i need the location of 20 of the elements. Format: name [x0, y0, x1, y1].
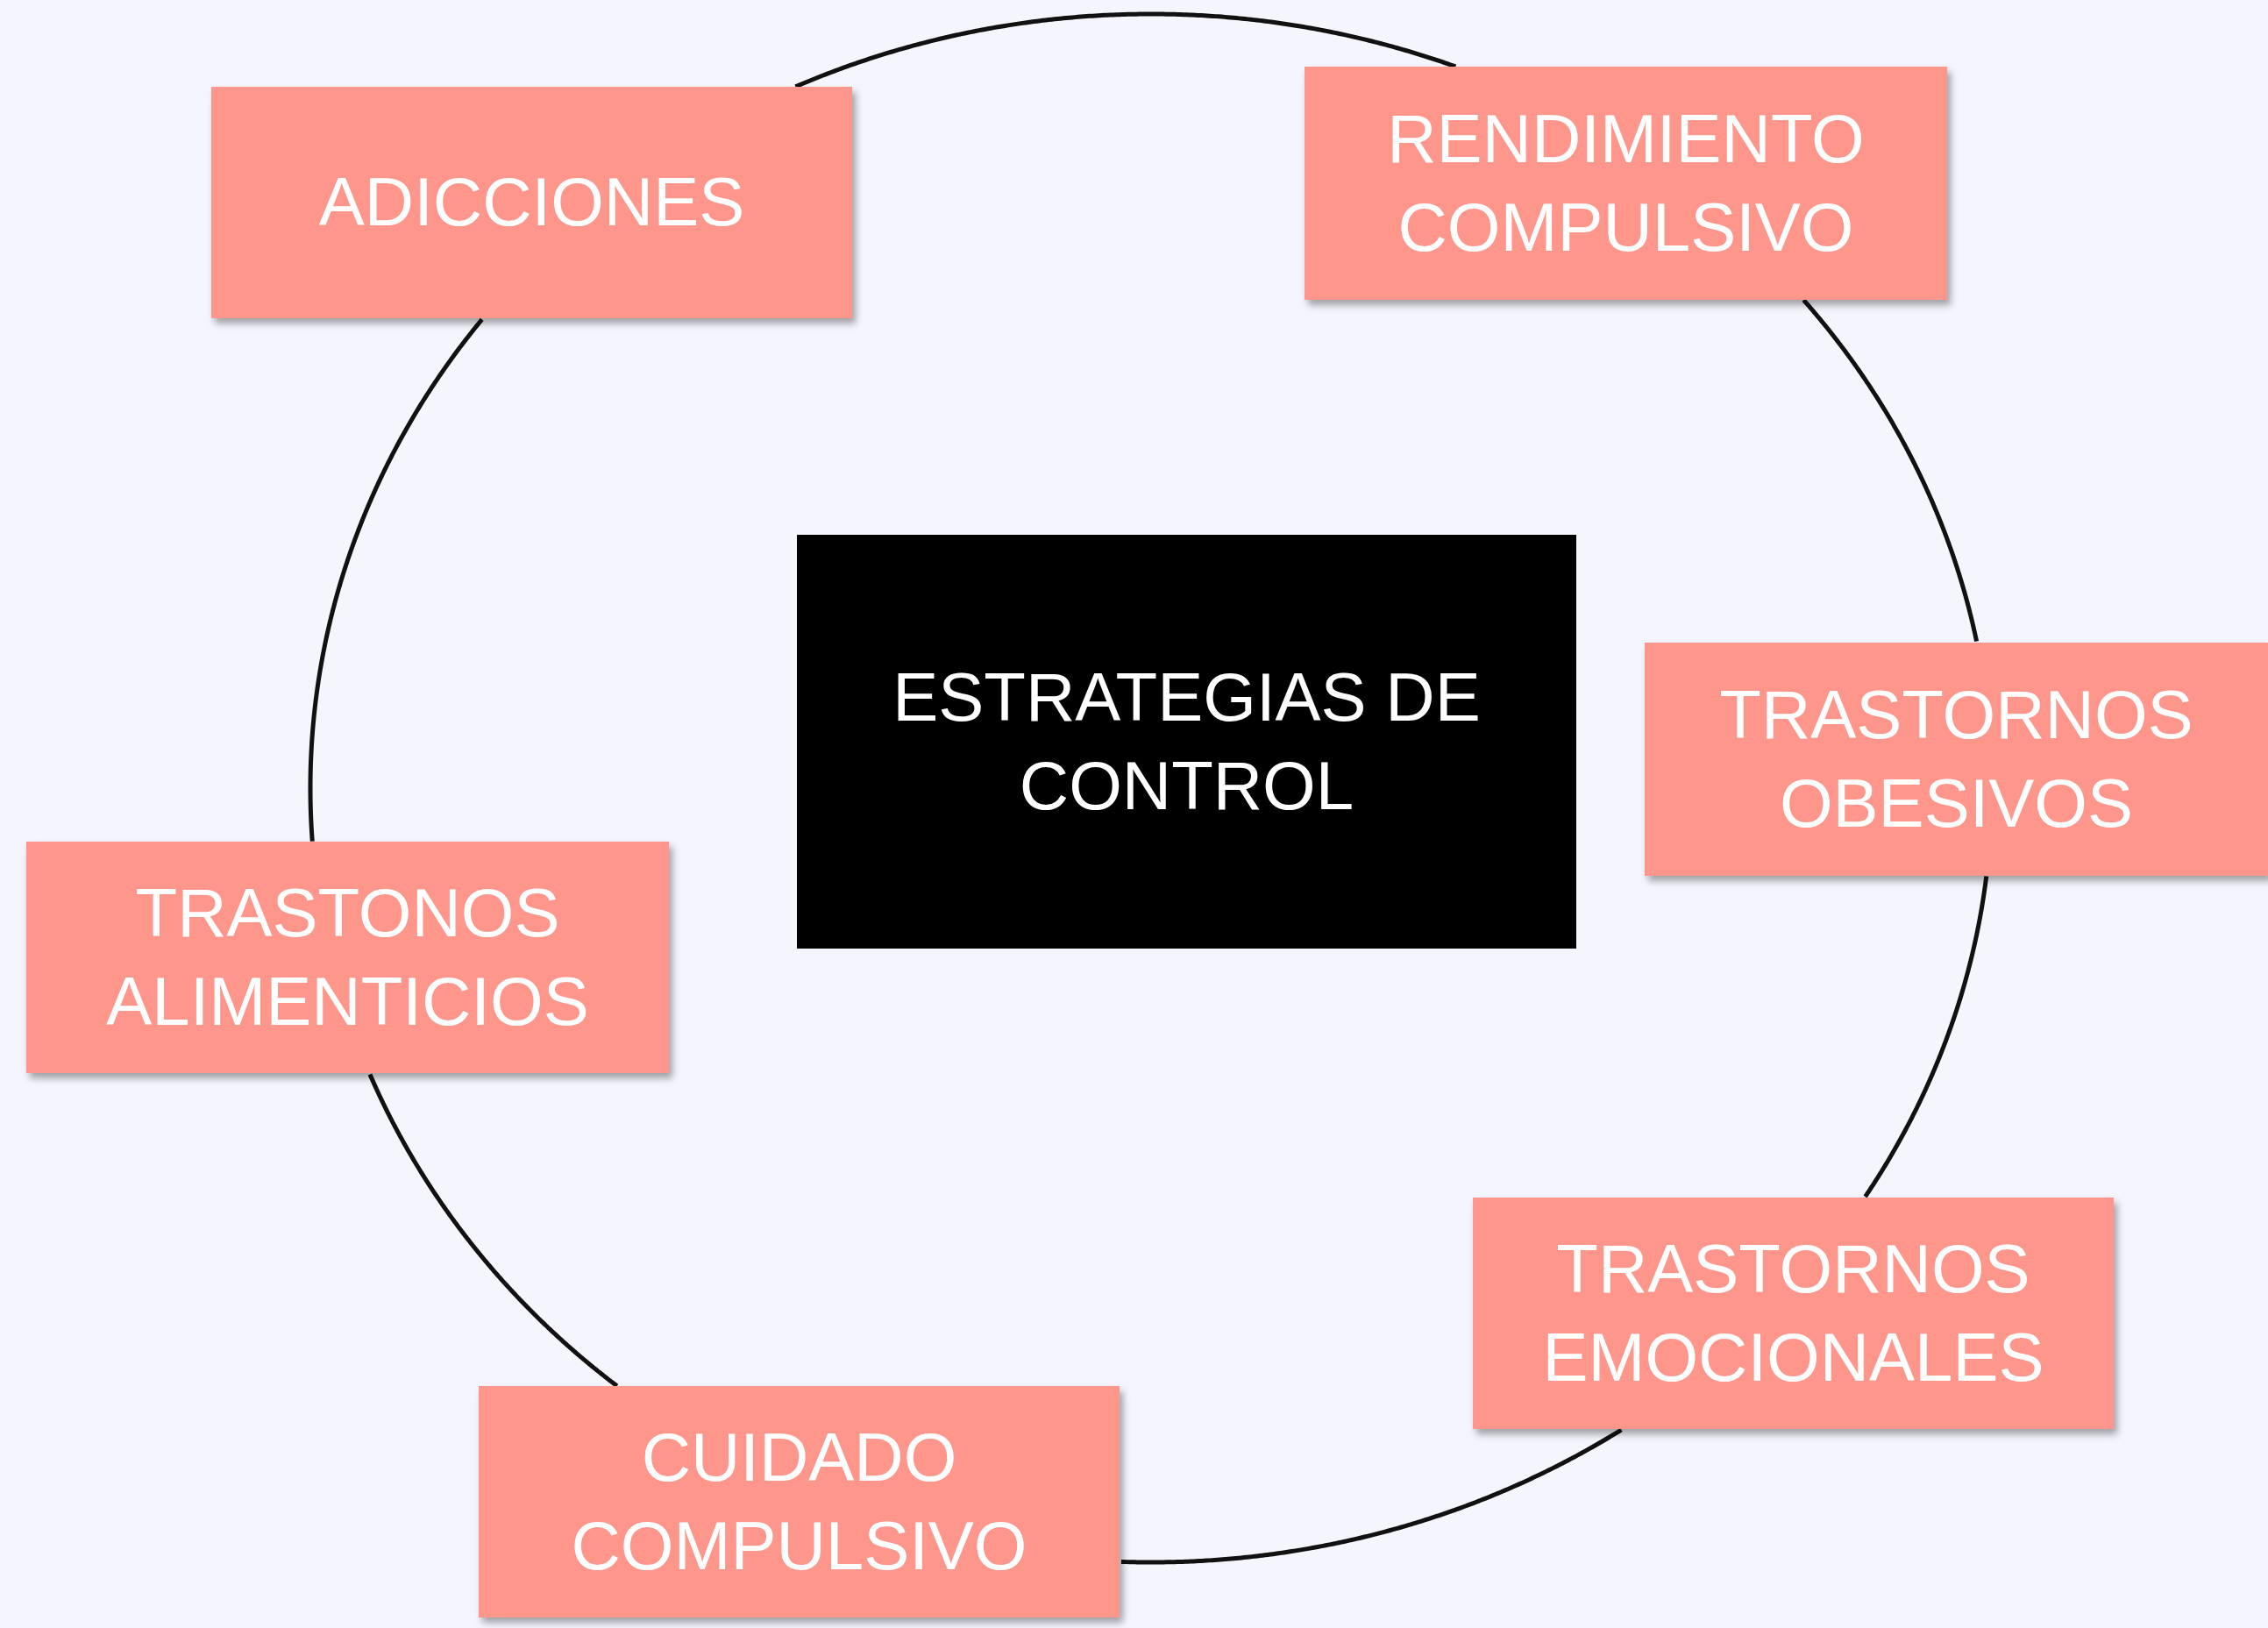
- box-label: ESTRATEGIAS DE CONTROL: [892, 657, 1482, 826]
- ring-arc: [1863, 875, 1989, 1198]
- ring-arc: [1802, 298, 1980, 643]
- topic-box: [26, 842, 669, 1073]
- topic-box: [1645, 643, 2268, 876]
- center-box: [797, 535, 1576, 949]
- box-label: TRASTORNOS EMOCIONALES: [1541, 1228, 2045, 1397]
- box-label: ADICCIONES: [318, 162, 745, 243]
- box-label: RENDIMIENTO COMPULSIVO: [1386, 98, 1866, 267]
- topic-box: [1473, 1198, 2114, 1429]
- ring-arc: [367, 1073, 619, 1388]
- box-label: TRASTORNOS OBESIVOS: [1718, 674, 2194, 843]
- topic-box: [211, 87, 852, 318]
- topic-box: [479, 1386, 1120, 1617]
- box-label: CUIDADO COMPULSIVO: [570, 1417, 1028, 1586]
- ring-arc: [1120, 1427, 1623, 1565]
- topic-box: [1305, 67, 1947, 300]
- ring-arc: [308, 317, 484, 842]
- box-label: TRASTONOS ALIMENTICIOS: [105, 872, 590, 1041]
- ring-arc: [794, 11, 1457, 89]
